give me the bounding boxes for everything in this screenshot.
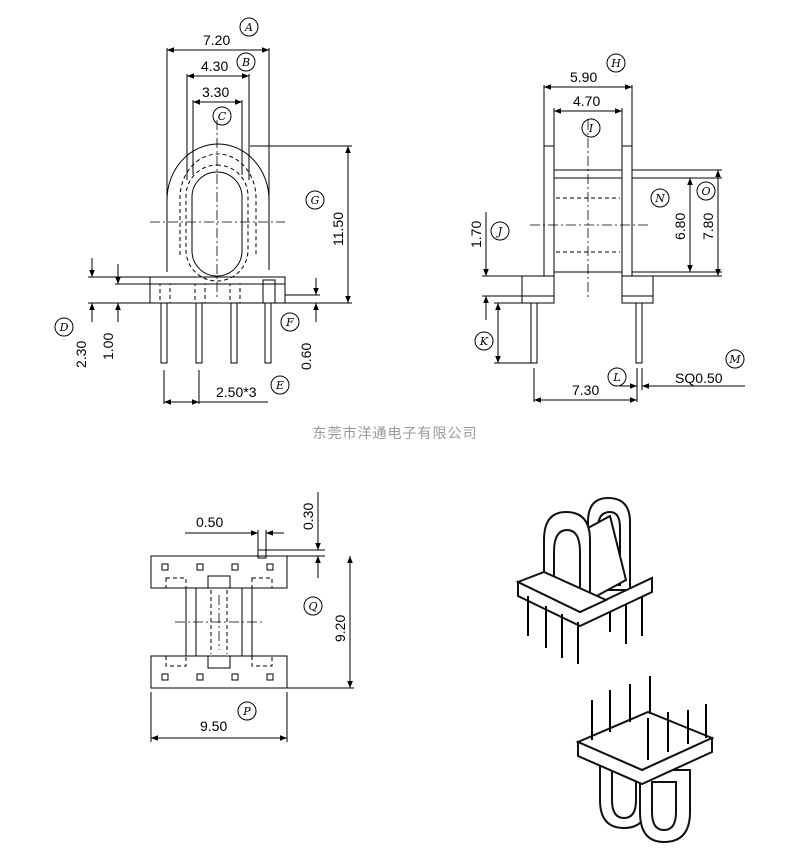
front-view xyxy=(88,47,352,405)
dim-l-value: 7.30 xyxy=(572,382,599,398)
dim-o-tag: O xyxy=(701,185,710,198)
dim-c-tag: C xyxy=(218,110,227,123)
side-view xyxy=(482,84,745,403)
dim-c-value: 3.30 xyxy=(202,84,229,100)
dim-q-tag: Q xyxy=(308,600,317,613)
dim-h-tag: H xyxy=(610,57,621,70)
dim-m-tag: M xyxy=(728,353,741,366)
dim-j-tag: J xyxy=(496,225,503,238)
dim-f-tag: F xyxy=(285,316,294,329)
dim-i-value: 4.70 xyxy=(573,93,600,109)
dim-1-value: 1.00 xyxy=(100,333,116,360)
dim-f-value: 0.60 xyxy=(298,343,314,370)
dimension-labels: 7.20 A 4.30 B 3.30 C 11.50 G 2.30 D 1.00… xyxy=(54,17,745,734)
dim-n-tag: N xyxy=(654,192,665,205)
bottom-view xyxy=(150,492,354,742)
dim-p-tag: P xyxy=(242,705,251,718)
dim-n-value: 6.80 xyxy=(672,213,688,240)
dim-d-value: 2.30 xyxy=(73,341,89,368)
dim-l-tag: L xyxy=(612,371,620,384)
dim-k-tag: K xyxy=(479,335,489,348)
dim-a-value: 7.20 xyxy=(203,32,230,48)
isometric-view-bottom xyxy=(575,676,715,844)
dim-q-value: 9.20 xyxy=(332,615,348,642)
dim-g-tag: G xyxy=(311,194,320,207)
dim-a-tag: A xyxy=(244,21,253,34)
dim-g-value: 11.50 xyxy=(330,212,346,246)
dim-d-tag: D xyxy=(59,321,69,334)
dim-b-value: 4.30 xyxy=(201,58,228,74)
dim-b-tag: B xyxy=(241,56,250,69)
isometric-view-top xyxy=(515,496,653,664)
dim-p-value: 9.50 xyxy=(200,718,227,734)
dim-i-tag: I xyxy=(588,122,594,135)
dim-050-value: 0.50 xyxy=(196,514,223,530)
company-name: 东莞市洋通电子有限公司 xyxy=(313,425,478,442)
dim-e-tag: E xyxy=(275,379,284,392)
dim-o-value: 7.80 xyxy=(700,213,716,240)
dim-030-value: 0.30 xyxy=(300,503,316,530)
dim-m-value: SQ0.50 xyxy=(675,370,723,386)
dim-j-value: 1.70 xyxy=(468,221,484,248)
dim-e-value: 2.50*3 xyxy=(216,384,257,400)
dim-h-value: 5.90 xyxy=(570,69,597,85)
